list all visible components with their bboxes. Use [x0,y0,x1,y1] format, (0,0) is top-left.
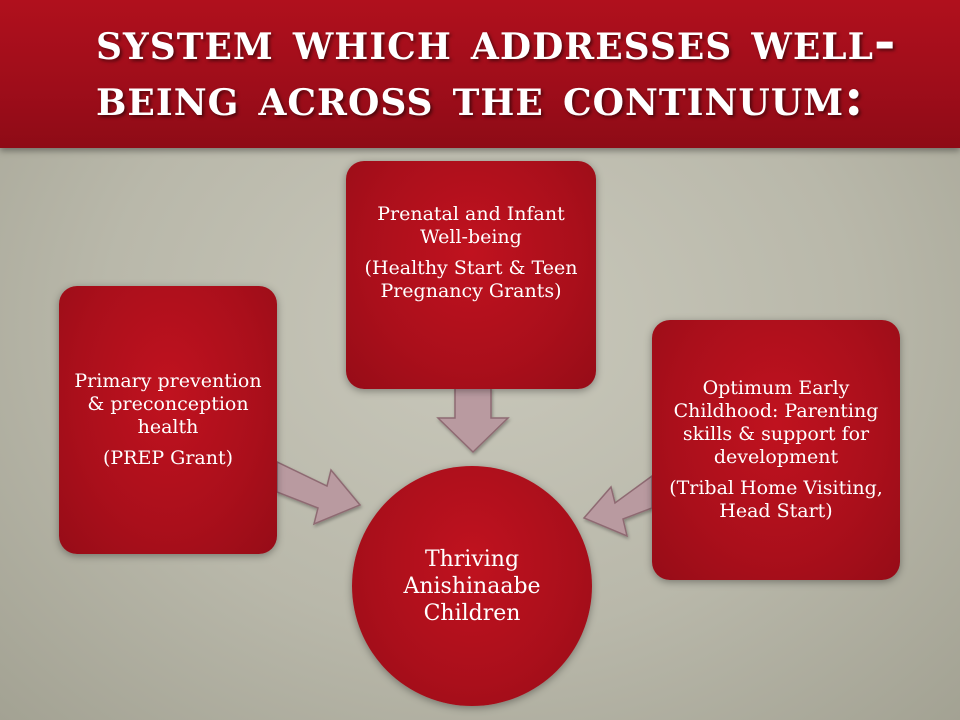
node-early-childhood-heading: Optimum Early Childhood: Parenting skill… [673,377,879,468]
arrow-left-to-center [276,460,362,526]
node-thriving-children-label: Thriving Anishinaabe Children [403,546,541,626]
node-early-childhood-detail: (Tribal Home Visiting, Head Start) [669,477,883,522]
arrow-top-to-center [436,387,510,454]
node-prenatal-infant-heading: Prenatal and Infant Well-being [377,203,565,248]
node-thriving-children: Thriving Anishinaabe Children [352,466,592,706]
slide-title: System which addresses well-being across… [96,11,897,128]
node-prenatal-infant-detail: (Healthy Start & Teen Pregnancy Grants) [364,257,578,302]
node-primary-prevention-heading: Primary prevention & preconception healt… [74,370,262,438]
node-primary-prevention: Primary prevention & preconception healt… [59,286,277,554]
node-early-childhood: Optimum Early Childhood: Parenting skill… [652,320,900,580]
node-prenatal-infant: Prenatal and Infant Well-being (Healthy … [346,161,596,389]
node-primary-prevention-detail: (PREP Grant) [102,447,234,469]
arrow-right-to-center [582,474,653,538]
title-bar: System which addresses well-being across… [0,0,960,148]
